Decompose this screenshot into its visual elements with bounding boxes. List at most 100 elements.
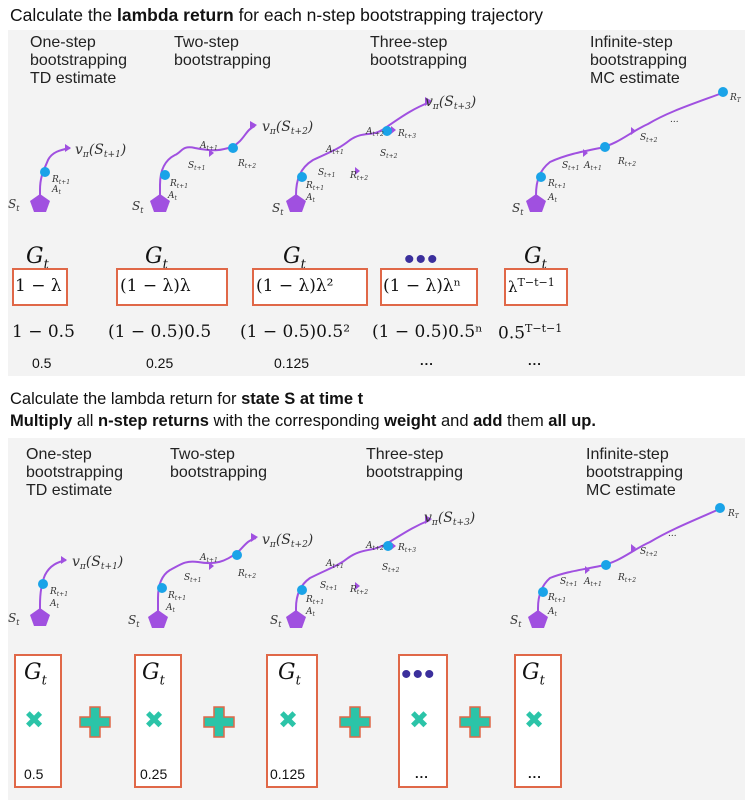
svg-text:Rt+1: Rt+1: [305, 181, 324, 192]
weight-n-step: (1 − λ)λⁿ: [383, 276, 462, 296]
svg-text:Rt+2: Rt+2: [617, 573, 636, 584]
svg-text:At+1: At+1: [583, 577, 602, 588]
g-return-two-step-2: Gt: [142, 660, 165, 689]
weight-three-step: (1 − λ)λ²: [256, 276, 334, 296]
plus-icon: [203, 706, 235, 738]
svg-text:Rt+1: Rt+1: [547, 593, 566, 604]
section1-title: Calculate the lambda return for each n-s…: [10, 4, 543, 26]
plus-icon: [459, 706, 491, 738]
svg-text:At+2: At+2: [365, 541, 384, 552]
multiply-icon: ✖: [144, 707, 165, 734]
numeric-two-step: (1 − 0.5)0.5: [108, 322, 212, 342]
svg-text:At+1: At+1: [325, 559, 344, 570]
value-two-step: 0.25: [146, 355, 174, 371]
svg-text:...: ...: [668, 529, 677, 539]
g-return-two-step: Gt: [145, 244, 168, 273]
return-column-three-step: [266, 654, 318, 788]
action-dot-icon: [232, 550, 242, 560]
action-dot-icon: [536, 172, 546, 182]
weight-box-infinite: [504, 268, 568, 306]
multiply-icon: ✖: [524, 707, 545, 734]
action-dot-icon: [40, 167, 50, 177]
svg-text:St+2: St+2: [382, 563, 400, 574]
bottom-diagram-panel: [8, 438, 745, 800]
state-pentagon-icon: [526, 194, 546, 212]
action-dot-icon: [157, 583, 167, 593]
state-pentagon-icon: [286, 610, 306, 628]
action-dot-icon: [160, 170, 170, 180]
svg-text:Rt+2: Rt+2: [349, 585, 368, 596]
g-return-three-step-2: Gt: [278, 660, 301, 689]
action-dot-icon: [538, 587, 548, 597]
section2-line2: Multiply all n-step returns with the cor…: [10, 412, 596, 430]
g-return-n-step-dots-2: •••: [401, 658, 436, 691]
return-column-infinite: [514, 654, 562, 788]
svg-text:At: At: [167, 191, 178, 202]
svg-text:At: At: [547, 193, 558, 204]
value-infinite: ...: [528, 353, 542, 368]
weight-value-one-step: 0.5: [24, 766, 44, 782]
weight-box-three-step: [252, 268, 368, 306]
svg-text:RT: RT: [729, 93, 742, 104]
svg-text:Rt+1: Rt+1: [167, 591, 186, 602]
weight-box-one-step: [12, 268, 68, 306]
weight-value-infinite: ...: [528, 766, 542, 781]
state-pentagon-icon: [286, 194, 306, 212]
action-dot-icon: [38, 579, 48, 589]
svg-text:Rt+2: Rt+2: [617, 157, 636, 168]
value-three-step: 0.125: [274, 355, 310, 371]
action-dot-icon: [297, 172, 307, 182]
svg-text:St+1: St+1: [318, 168, 335, 179]
svg-text:At: At: [49, 599, 60, 610]
state-pentagon-icon: [528, 610, 548, 628]
svg-text:At+1: At+1: [583, 161, 602, 172]
svg-text:St+1: St+1: [184, 573, 201, 584]
action-dot-icon: [228, 143, 238, 153]
action-dot-icon: [382, 126, 392, 136]
title-bold: lambda return: [117, 5, 234, 25]
svg-text:At+1: At+1: [199, 141, 218, 152]
multiply-icon: ✖: [24, 707, 45, 734]
state-pentagon-icon: [148, 610, 168, 628]
svg-text:Rt+1: Rt+1: [51, 175, 70, 186]
state-pentagon-icon: [30, 608, 50, 626]
return-column-two-step: [134, 654, 182, 788]
top-diagram-panel: [8, 30, 745, 376]
svg-text:Rt+1: Rt+1: [547, 179, 566, 190]
svg-text:At+2: At+2: [365, 127, 384, 138]
action-dot-icon: [715, 503, 725, 513]
state-pentagon-icon: [30, 194, 50, 212]
weight-box-two-step: [116, 268, 228, 306]
top-trajectories: St At Rt+1 vπ(St+1) St At Rt+1 St+1 At+1…: [8, 87, 742, 217]
section2-line1: Calculate the lambda return for state S …: [10, 390, 364, 408]
action-dot-icon: [383, 541, 393, 551]
multiply-icon: ✖: [278, 707, 299, 734]
weight-infinite: λT−t−1: [508, 276, 555, 296]
svg-text:At: At: [305, 607, 316, 618]
svg-text:At+1: At+1: [325, 145, 344, 156]
svg-text:Rt+2: Rt+2: [237, 159, 256, 170]
g-return-infinite: Gt: [524, 244, 547, 273]
weight-value-three-step: 0.125: [270, 766, 306, 782]
action-dot-icon: [601, 560, 611, 570]
plus-icon: [79, 706, 111, 738]
g-return-infinite-2: Gt: [522, 660, 545, 689]
svg-text:Rt+1: Rt+1: [169, 179, 188, 190]
numeric-three-step: (1 − 0.5)0.5²: [240, 322, 351, 342]
weight-two-step: (1 − λ)λ: [120, 276, 191, 296]
svg-text:Rt+3: Rt+3: [397, 129, 416, 140]
action-dot-icon: [297, 585, 307, 595]
plus-icon: [339, 706, 371, 738]
bottom-trajectories: St At Rt+1 vπ(St+1) St At Rt+1 St+1 At+1…: [8, 503, 740, 629]
svg-text:St+1: St+1: [320, 581, 337, 592]
g-return-three-step: Gt: [283, 244, 306, 273]
svg-text:Rt+1: Rt+1: [305, 595, 324, 606]
svg-text:Rt+3: Rt+3: [397, 543, 416, 554]
state-pentagon-icon: [150, 194, 170, 212]
